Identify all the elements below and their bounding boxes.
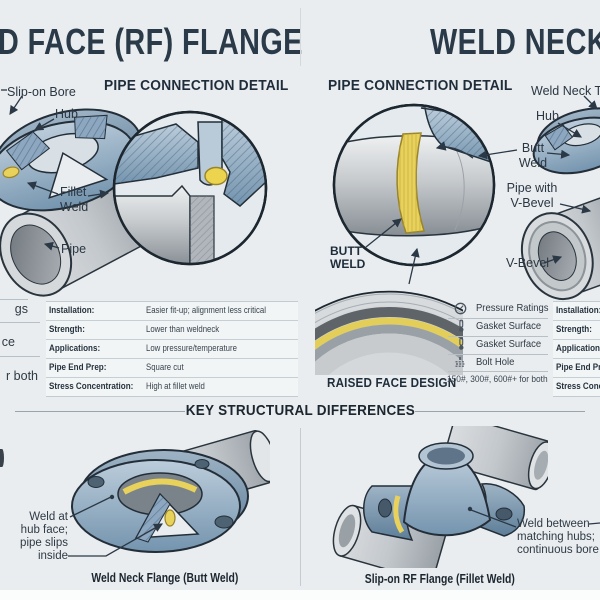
- butt-weld-callout: BUTT WELD: [330, 244, 366, 271]
- table-row: Stress Concentration:: [556, 381, 600, 392]
- right-detail-heading: PIPE CONNECTION DETAIL: [328, 78, 513, 94]
- table-row: Stress Concentration: High at fillet wel…: [49, 381, 205, 392]
- clipped-list-fragment: gs: [14, 302, 28, 316]
- raised-face-design-illustration: [315, 290, 463, 375]
- fillet-weld-label: Fillet Weld: [60, 185, 89, 214]
- left-panel-title: D FACE (RF) FLANGE: [0, 21, 303, 62]
- divider-line-left: [15, 411, 185, 412]
- table-row: Installation:: [553, 302, 600, 321]
- bottom-panel-divider: [300, 428, 301, 586]
- butt-weld-label: Butt Weld: [518, 141, 548, 170]
- v-bevel-label: V-Bevel: [506, 256, 550, 270]
- list-separator: [448, 318, 548, 319]
- table-row: Strength: Lower than weldneck: [46, 321, 298, 340]
- table-row: Pipe End Prep: Square cut: [46, 359, 298, 378]
- table-row: Strength:: [553, 321, 600, 340]
- table-row: Applications: Low pressure/temperature: [46, 340, 298, 359]
- bolt-hole: [378, 498, 392, 518]
- bolt-hole: [87, 476, 105, 488]
- pipe-label: Pipe: [61, 242, 87, 256]
- slip-on-flange-illustration: [0, 108, 167, 297]
- list-item: Gasket Surface: [448, 319, 548, 335]
- hub-body: [402, 452, 492, 537]
- fillet-weld-detail: [204, 166, 228, 186]
- right-flange-caption: Slip-on RF Flange (Fillet Weld): [364, 571, 516, 586]
- hub-label-right: Hub: [536, 109, 559, 123]
- list-item: Gasket Surface: [448, 337, 548, 353]
- bottom-margin-strip: [0, 590, 600, 600]
- weld-between-hubs-annotation: Weld between matching hubs; continuous b…: [517, 518, 599, 556]
- clipped-list-fragment: ce: [1, 335, 15, 349]
- fillet-weld-bead: [2, 166, 20, 179]
- pressure-rating-footnote: 150#, 300#, 600#+ for both: [447, 374, 548, 385]
- hub-label-left: Hub: [55, 107, 78, 121]
- table-row: Pipe End Prep:: [553, 359, 600, 378]
- clipped-list-fragment: r both: [6, 369, 38, 383]
- pipe-upper-right: [442, 426, 548, 491]
- list-item: Bolt Hole: [448, 355, 548, 371]
- bolt-hole: [194, 459, 210, 469]
- list-separator: [448, 336, 548, 337]
- left-flange-caption: Weld Neck Flange (Butt Weld): [91, 570, 239, 585]
- list-separator: [448, 354, 548, 355]
- weld-neck-taper-label: Weld Neck Taper: [531, 84, 600, 98]
- continuous-bore: [427, 447, 465, 465]
- bolt-icon: [455, 357, 465, 367]
- slip-on-spec-table: Installation: Easier fit-up; alignment l…: [46, 301, 298, 397]
- thermometer-icon: [459, 319, 464, 332]
- slip-on-bore-label: Slip-on Bore: [7, 85, 76, 99]
- left-flange-caption-wrap: Weld Neck Flange (Butt Weld): [55, 569, 275, 587]
- cropped-edge-artifact: [0, 449, 4, 467]
- raised-face-gasket-ring: [315, 317, 463, 350]
- raised-face-design-caption: RAISED FACE DESIGN: [327, 376, 457, 390]
- right-flange-caption-wrap: Slip-on RF Flange (Fillet Weld): [330, 570, 550, 588]
- right-panel-title: WELD NECK: [430, 21, 600, 62]
- table-row: Installation: Easier fit-up; alignment l…: [46, 302, 298, 321]
- slip-on-fillet-weld-illustration: [332, 426, 548, 568]
- pipe-v-bevel-label: Pipe with V-Bevel: [506, 181, 558, 210]
- left-detail-heading: PIPE CONNECTION DETAIL: [104, 78, 289, 94]
- weld-at-hub-annotation: Weld at hub face; pipe slips inside: [20, 511, 68, 562]
- butt-weld-ring: [122, 478, 198, 495]
- clipped-list-separator: [0, 356, 40, 357]
- flange-ring: [0, 108, 142, 212]
- bolt-hole: [214, 515, 234, 529]
- section-divider: KEY STRUCTURAL DIFFERENCES: [0, 402, 600, 420]
- list-separator: [448, 371, 548, 372]
- thermometer-icon: [459, 337, 464, 350]
- weld-neck-butt-weld-illustration: [71, 430, 270, 553]
- divider-line-right: [415, 411, 585, 412]
- bolt-hole: [495, 507, 513, 521]
- clipped-list-separator: [0, 322, 40, 323]
- clipped-list-separator: [0, 299, 28, 300]
- fillet-weld-ring: [393, 495, 405, 534]
- section-title: KEY STRUCTURAL DIFFERENCES: [185, 402, 415, 419]
- left-detail-circle: [112, 110, 268, 266]
- list-item: Pressure Ratings: [448, 301, 548, 317]
- weld-neck-spec-table-clipped: Installation: Strength: Applications: Pi…: [553, 301, 600, 397]
- pressure-gauge-icon: [454, 302, 467, 315]
- table-row: Applications:: [553, 340, 600, 359]
- top-panel-divider: [300, 8, 301, 66]
